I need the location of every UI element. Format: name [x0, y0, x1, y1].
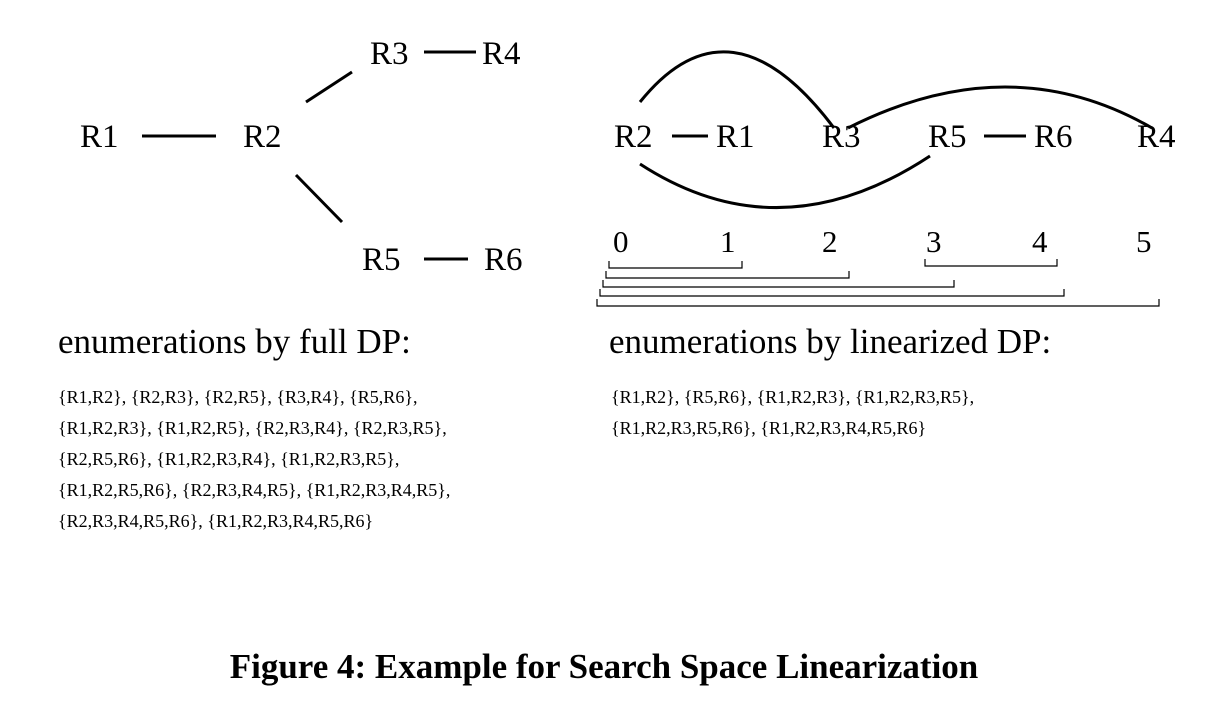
bracket-0-2: [605, 271, 850, 279]
linearized-dp-enumerations: {R1,R2}, {R5,R6}, {R1,R2,R3}, {R1,R2,R3,…: [611, 387, 974, 438]
linearized-dp-line: {R1,R2,R3,R5,R6}, {R1,R2,R3,R4,R5,R6}: [611, 418, 926, 438]
linear-node-4: R6: [1034, 119, 1073, 155]
full-dp-heading: enumerations by full DP:: [58, 322, 411, 361]
full-dp-line: {R1,R2,R5,R6}, {R2,R3,R4,R5}, {R1,R2,R3,…: [58, 480, 450, 500]
bracket-0-5: [596, 299, 1160, 307]
index-5: 5: [1136, 224, 1152, 259]
figure-caption: Figure 4: Example for Search Space Linea…: [230, 647, 979, 686]
index-3: 3: [926, 224, 942, 259]
linearized-dp-line: {R1,R2}, {R5,R6}, {R1,R2,R3}, {R1,R2,R3,…: [611, 387, 974, 407]
join-tree: R1 R2 R3 R4 R5 R6: [80, 36, 523, 278]
index-1: 1: [720, 224, 736, 259]
index-4: 4: [1032, 224, 1048, 259]
full-dp-line: {R1,R2}, {R2,R3}, {R2,R5}, {R3,R4}, {R5,…: [58, 387, 417, 407]
full-dp-line: {R2,R5,R6}, {R1,R2,R3,R4}, {R1,R2,R3,R5}…: [58, 449, 399, 469]
bracket-0-3: [602, 280, 955, 288]
tree-node-r2: R2: [243, 119, 282, 155]
linear-node-3: R5: [928, 119, 967, 155]
bracket-3-4: [924, 259, 1058, 267]
tree-edge-r2-r5: [294, 173, 344, 224]
arc-r2-r3: [638, 50, 836, 129]
tree-node-r3: R3: [370, 36, 409, 72]
tree-node-r5: R5: [362, 242, 401, 278]
full-dp-line: {R2,R3,R4,R5,R6}, {R1,R2,R3,R4,R5,R6}: [58, 511, 373, 531]
index-0: 0: [613, 224, 629, 259]
bracket-0-1: [608, 261, 743, 269]
full-dp-enumerations: {R1,R2}, {R2,R3}, {R2,R5}, {R3,R4}, {R5,…: [58, 387, 450, 531]
full-dp-line: {R1,R2,R3}, {R1,R2,R5}, {R2,R3,R4}, {R2,…: [58, 418, 447, 438]
linearized-order: R2 R1 R3 R5 R6 R4 0 1 2 3 4 5: [596, 50, 1176, 307]
tree-edge-r2-r3: [305, 70, 353, 104]
linear-node-5: R4: [1137, 119, 1176, 155]
arc-r3-r4: [847, 85, 1153, 130]
linearized-dp-heading: enumerations by linearized DP:: [609, 322, 1051, 361]
tree-node-r6: R6: [484, 242, 523, 278]
linear-node-0: R2: [614, 119, 653, 155]
bracket-0-4: [599, 289, 1065, 297]
index-2: 2: [822, 224, 838, 259]
arc-r2-r5: [639, 154, 931, 210]
tree-node-r1: R1: [80, 119, 119, 155]
linear-node-1: R1: [716, 119, 755, 155]
tree-node-r4: R4: [482, 36, 521, 72]
